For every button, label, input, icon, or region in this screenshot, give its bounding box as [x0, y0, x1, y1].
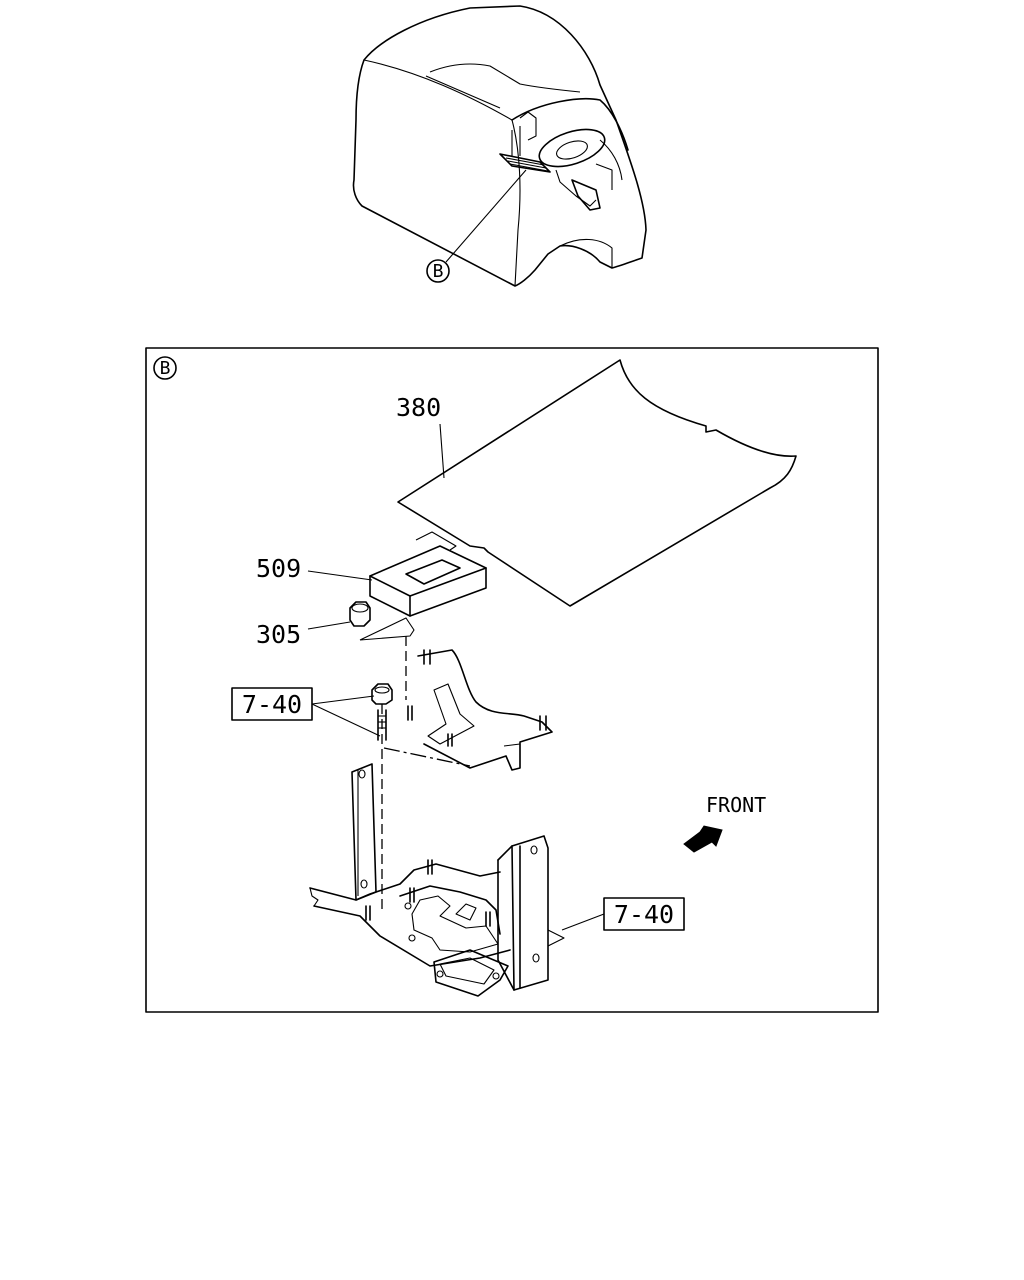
part-305-nut [349, 601, 371, 627]
right-pillar [497, 835, 565, 991]
cab-overview: B [352, 5, 647, 287]
callout-380: 380 [396, 393, 441, 422]
detail-frame [145, 347, 879, 1013]
reference-box-upper: 7-40 [231, 687, 381, 737]
callout-509: 509 [256, 554, 301, 583]
ecu-bracket [359, 531, 457, 641]
reference-7-40-upper: 7-40 [242, 690, 302, 719]
overview-view-marker: B [433, 261, 444, 282]
part-380-sheet [397, 359, 797, 607]
base-frame [309, 859, 531, 997]
reference-7-40-lower: 7-40 [614, 900, 674, 929]
reference-box-lower: 7-40 [561, 897, 685, 931]
flange-nut [371, 683, 393, 705]
front-direction-arrow: FRONT [683, 793, 766, 853]
front-label: FRONT [706, 793, 766, 817]
detail-view-marker: B [160, 358, 171, 379]
left-bracket [351, 763, 377, 901]
callout-305: 305 [256, 620, 301, 649]
part-509-control-unit [369, 545, 487, 617]
mounting-plate [407, 649, 553, 771]
